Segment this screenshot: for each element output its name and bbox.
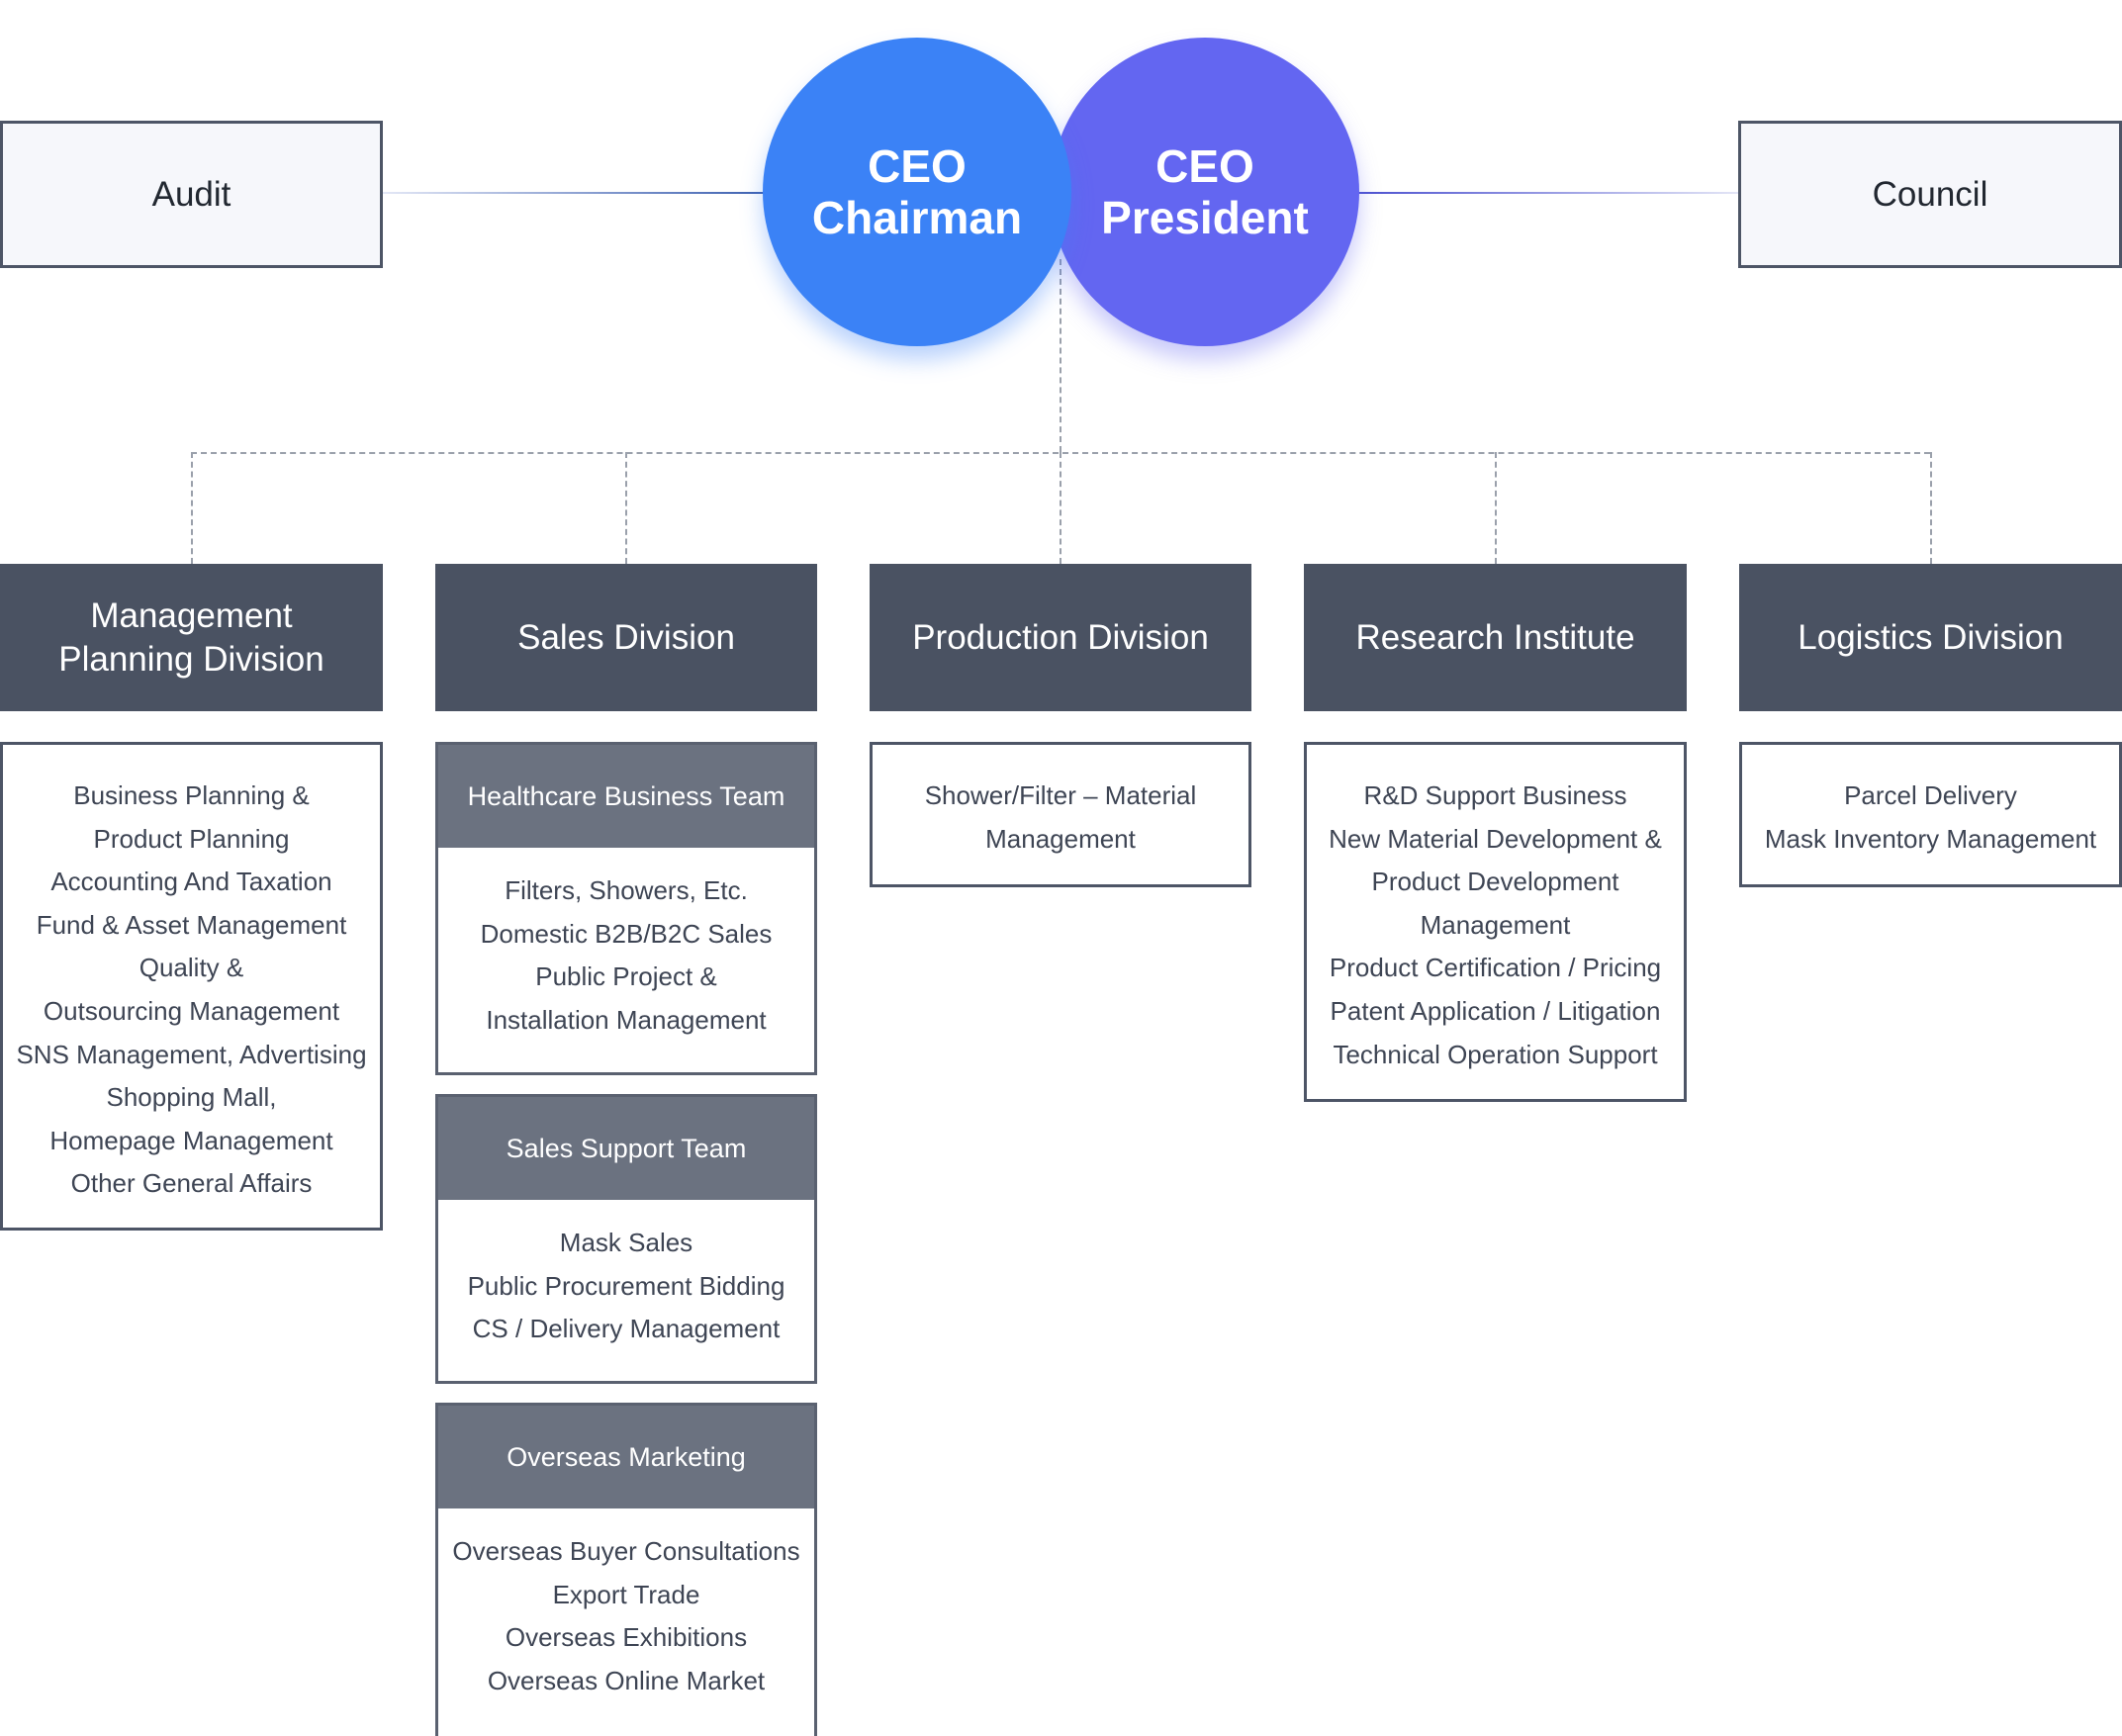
duty-item: Mask Sales	[559, 1228, 693, 1257]
production-duties: Shower/Filter – Material Management	[870, 742, 1251, 887]
duty-item: Mask Inventory Management	[1764, 823, 2097, 854]
duty-item: Quality &	[138, 953, 244, 983]
logistics-duties: Parcel Delivery Mask Inventory Managemen…	[1739, 742, 2122, 887]
team-duties: Overseas Buyer Consultations Export Trad…	[438, 1508, 814, 1702]
division-title: Sales Division	[517, 617, 735, 657]
ceo-president-line2: President	[1101, 192, 1309, 243]
division-title: Production Division	[912, 617, 1209, 657]
team-title: Healthcare Business Team	[467, 780, 785, 811]
branch-line-logistics	[1930, 452, 1932, 564]
ceo-chairman-line1: CEO	[868, 140, 967, 192]
council-box: Council	[1738, 121, 2122, 268]
branch-line-research	[1495, 452, 1497, 564]
division-header-production: Production Division	[870, 564, 1251, 711]
duty-item: Management	[1420, 909, 1571, 940]
duty-item: R&D Support Business	[1363, 780, 1627, 810]
team-header: Sales Support Team	[438, 1097, 814, 1200]
team-sales-support: Sales Support Team Mask Sales Public Pro…	[435, 1094, 817, 1384]
audit-box: Audit	[0, 121, 383, 268]
duty-item: Product Certification / Pricing	[1329, 953, 1662, 983]
division-title: Management Planning Division	[58, 595, 324, 679]
division-header-sales: Sales Division	[435, 564, 817, 711]
division-header-research: Research Institute	[1304, 564, 1687, 711]
duty-item: Public Project &	[535, 961, 717, 992]
duty-item: Filters, Showers, Etc.	[505, 875, 748, 905]
duty-item: Overseas Online Market	[487, 1665, 766, 1695]
division-header-management-planning: Management Planning Division	[0, 564, 383, 711]
duty-item: Overseas Buyer Consultations	[452, 1536, 800, 1566]
duty-item: SNS Management, Advertising	[16, 1039, 367, 1069]
duty-item: Outsourcing Management	[43, 995, 340, 1026]
team-duties: Mask Sales Public Procurement Bidding CS…	[438, 1200, 814, 1351]
duty-item: Other General Affairs	[70, 1168, 313, 1199]
ceo-chairman-circle: CEO Chairman	[763, 38, 1071, 346]
duty-item: Product Development	[1371, 867, 1619, 897]
duty-item: Business Planning &	[73, 780, 310, 810]
team-title: Overseas Marketing	[507, 1441, 746, 1472]
team-header: Healthcare Business Team	[438, 745, 814, 848]
duty-item: CS / Delivery Management	[472, 1314, 781, 1344]
duty-item: Parcel Delivery	[1844, 780, 2017, 810]
team-overseas-marketing: Overseas Marketing Overseas Buyer Consul…	[435, 1403, 817, 1736]
ceo-trunk-line	[1060, 259, 1061, 452]
duty-item: Accounting And Taxation	[50, 867, 332, 897]
council-label: Council	[1872, 174, 1988, 214]
audit-label: Audit	[151, 174, 231, 214]
duty-item: Domestic B2B/B2C Sales	[480, 918, 773, 949]
ceo-chairman-line2: Chairman	[811, 192, 1023, 243]
duty-item: Installation Management	[486, 1004, 767, 1035]
duty-item: New Material Development &	[1329, 823, 1662, 854]
duty-item: Homepage Management	[49, 1125, 333, 1155]
ceo-president-line1: CEO	[1155, 140, 1254, 192]
duty-item: Overseas Exhibitions	[505, 1622, 748, 1653]
team-header: Overseas Marketing	[438, 1406, 814, 1508]
ceo-president-circle: CEO President	[1051, 38, 1359, 346]
duty-item: Public Procurement Bidding	[467, 1270, 785, 1301]
team-healthcare-business: Healthcare Business Team Filters, Shower…	[435, 742, 817, 1075]
council-connector-line	[1355, 192, 1741, 194]
duty-item: Fund & Asset Management	[36, 909, 347, 940]
research-duties: R&D Support Business New Material Develo…	[1304, 742, 1687, 1102]
duty-item: Product Planning	[93, 823, 290, 854]
branch-line-management	[191, 452, 193, 564]
branch-line-production	[1060, 452, 1061, 564]
duty-item: Patent Application / Litigation	[1330, 995, 1661, 1026]
duty-item: Management	[985, 823, 1136, 854]
division-title: Logistics Division	[1798, 617, 2064, 657]
duty-item: Technical Operation Support	[1333, 1039, 1658, 1069]
team-duties: Filters, Showers, Etc. Domestic B2B/B2C …	[438, 848, 814, 1042]
management-planning-duties: Business Planning & Product Planning Acc…	[0, 742, 383, 1231]
division-title: Research Institute	[1355, 617, 1635, 657]
branch-line-sales	[625, 452, 627, 564]
team-title: Sales Support Team	[506, 1133, 747, 1163]
duty-item: Export Trade	[552, 1579, 700, 1609]
audit-connector-line	[381, 192, 767, 194]
division-header-logistics: Logistics Division	[1739, 564, 2122, 711]
duty-item: Shower/Filter – Material	[924, 780, 1197, 810]
duty-item: Shopping Mall,	[106, 1082, 277, 1113]
